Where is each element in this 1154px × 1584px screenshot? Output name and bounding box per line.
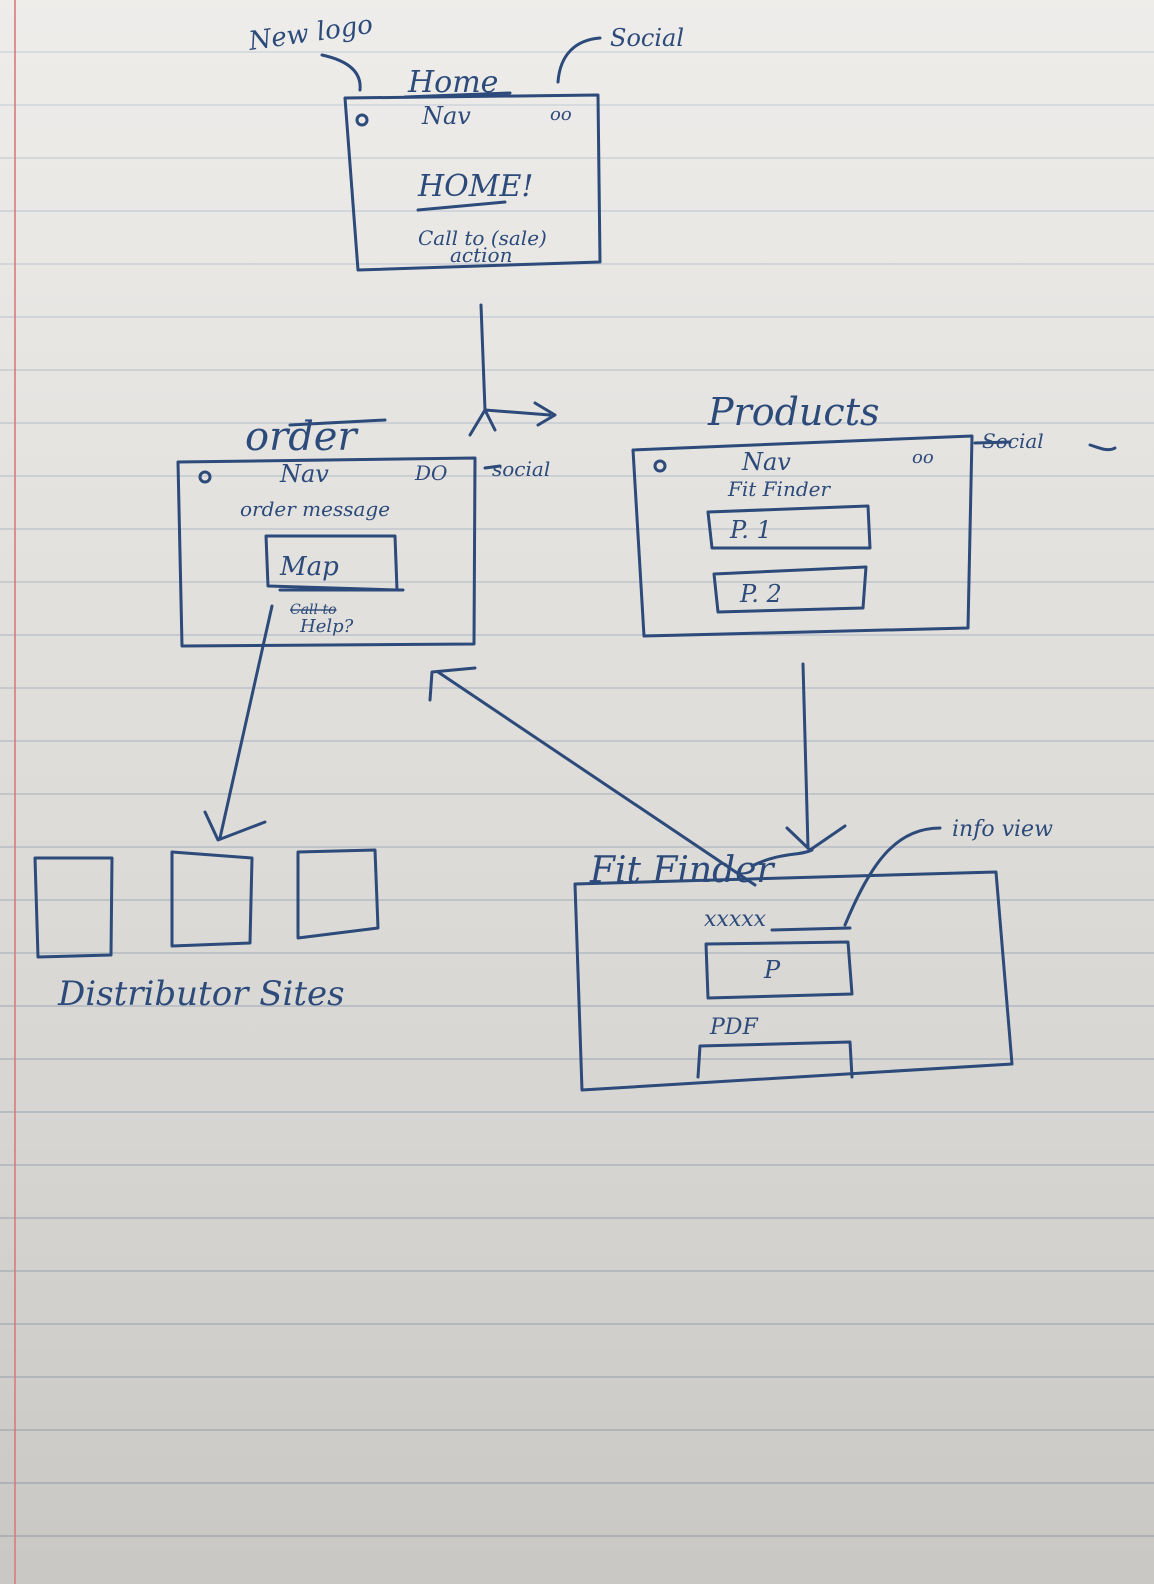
product-label-1: P. 1 — [729, 516, 772, 544]
fitfinder-wireframe: Fit Finder xxxxx info view P PDF — [573, 817, 1053, 1092]
order-nav: Nav — [279, 460, 329, 488]
annotation-social-order: social — [492, 457, 550, 481]
products-title: Products — [707, 390, 879, 434]
annotation-social-products: Social — [982, 429, 1044, 453]
products-frame — [631, 434, 974, 638]
order-title-stroke — [288, 418, 387, 427]
order-wireframe: order Nav DO social order message Map Ca… — [176, 414, 550, 648]
home-wireframe: New logo Social Home Nav oo HOME! Call t… — [246, 10, 684, 272]
social-pointer-home — [556, 36, 602, 84]
arrowhead-to-order — [468, 408, 497, 437]
fitfinder-title: Fit Finder — [589, 850, 775, 891]
order-message: order message — [240, 497, 390, 521]
distributor-box-3 — [296, 848, 380, 940]
social-dash-order — [483, 464, 502, 470]
annotation-new-logo: New logo — [246, 10, 375, 57]
order-help-strike: Call to — [290, 602, 337, 618]
distributor-box-1 — [33, 856, 114, 959]
info-pointer — [843, 826, 942, 927]
map-label: Map — [279, 552, 339, 582]
products-nav: Nav — [741, 448, 791, 476]
fitfinder-product-box — [704, 940, 854, 1000]
fitfinder-pdf: PDF — [709, 1015, 758, 1040]
distributor-sites: Distributor Sites — [33, 848, 380, 1014]
home-cta-line2: action — [450, 243, 512, 267]
arrowhead-order — [428, 666, 477, 702]
fitfinder-title-tail — [750, 848, 814, 868]
order-social-icon: DO — [414, 461, 447, 485]
arrowhead-fitfinder — [785, 824, 847, 852]
annotation-info-view: info view — [952, 817, 1053, 842]
logo-pointer — [320, 53, 362, 92]
products-wireframe: Products Social Nav oo Fit Finder P. 1 P… — [631, 390, 1117, 638]
product-box-2 — [712, 565, 868, 614]
product-label-2: P. 2 — [739, 580, 782, 608]
margin-line — [14, 0, 16, 1584]
products-logo-icon — [653, 459, 667, 473]
order-frame — [176, 456, 477, 648]
products-fitfinder: Fit Finder — [727, 477, 831, 501]
fitfinder-box-label: P — [763, 956, 781, 984]
arrow-order-to-distributor — [218, 604, 274, 840]
home-nav: Nav — [421, 102, 471, 130]
annotation-social-home: Social — [610, 24, 684, 52]
arrow-fitfinder-to-order — [436, 670, 757, 887]
fitfinder-scribble: xxxxx — [704, 907, 767, 932]
arrowhead-distributor — [203, 810, 267, 842]
fitfinder-pdf-box — [696, 1040, 854, 1079]
arrow-home-down — [479, 303, 487, 412]
arrow-to-products — [483, 401, 557, 427]
logo-icon — [355, 113, 369, 127]
arrow-products-to-fitfinder — [801, 662, 810, 850]
home-heading-underline — [416, 200, 507, 212]
order-help: Help? — [299, 616, 354, 637]
social-icon: oo — [550, 104, 572, 125]
home-cta-line1: Call to (sale) — [418, 226, 547, 250]
order-logo-icon — [198, 470, 212, 484]
distributor-box-2 — [170, 850, 254, 948]
social-pointer-products — [973, 440, 1117, 452]
scribble-underline — [770, 926, 852, 932]
products-social-icon: oo — [912, 447, 934, 468]
distributor-label: Distributor Sites — [57, 974, 345, 1014]
home-frame — [343, 93, 602, 272]
product-box-1 — [706, 504, 872, 550]
home-heading: HOME! — [417, 169, 533, 204]
fitfinder-frame — [573, 870, 1014, 1092]
